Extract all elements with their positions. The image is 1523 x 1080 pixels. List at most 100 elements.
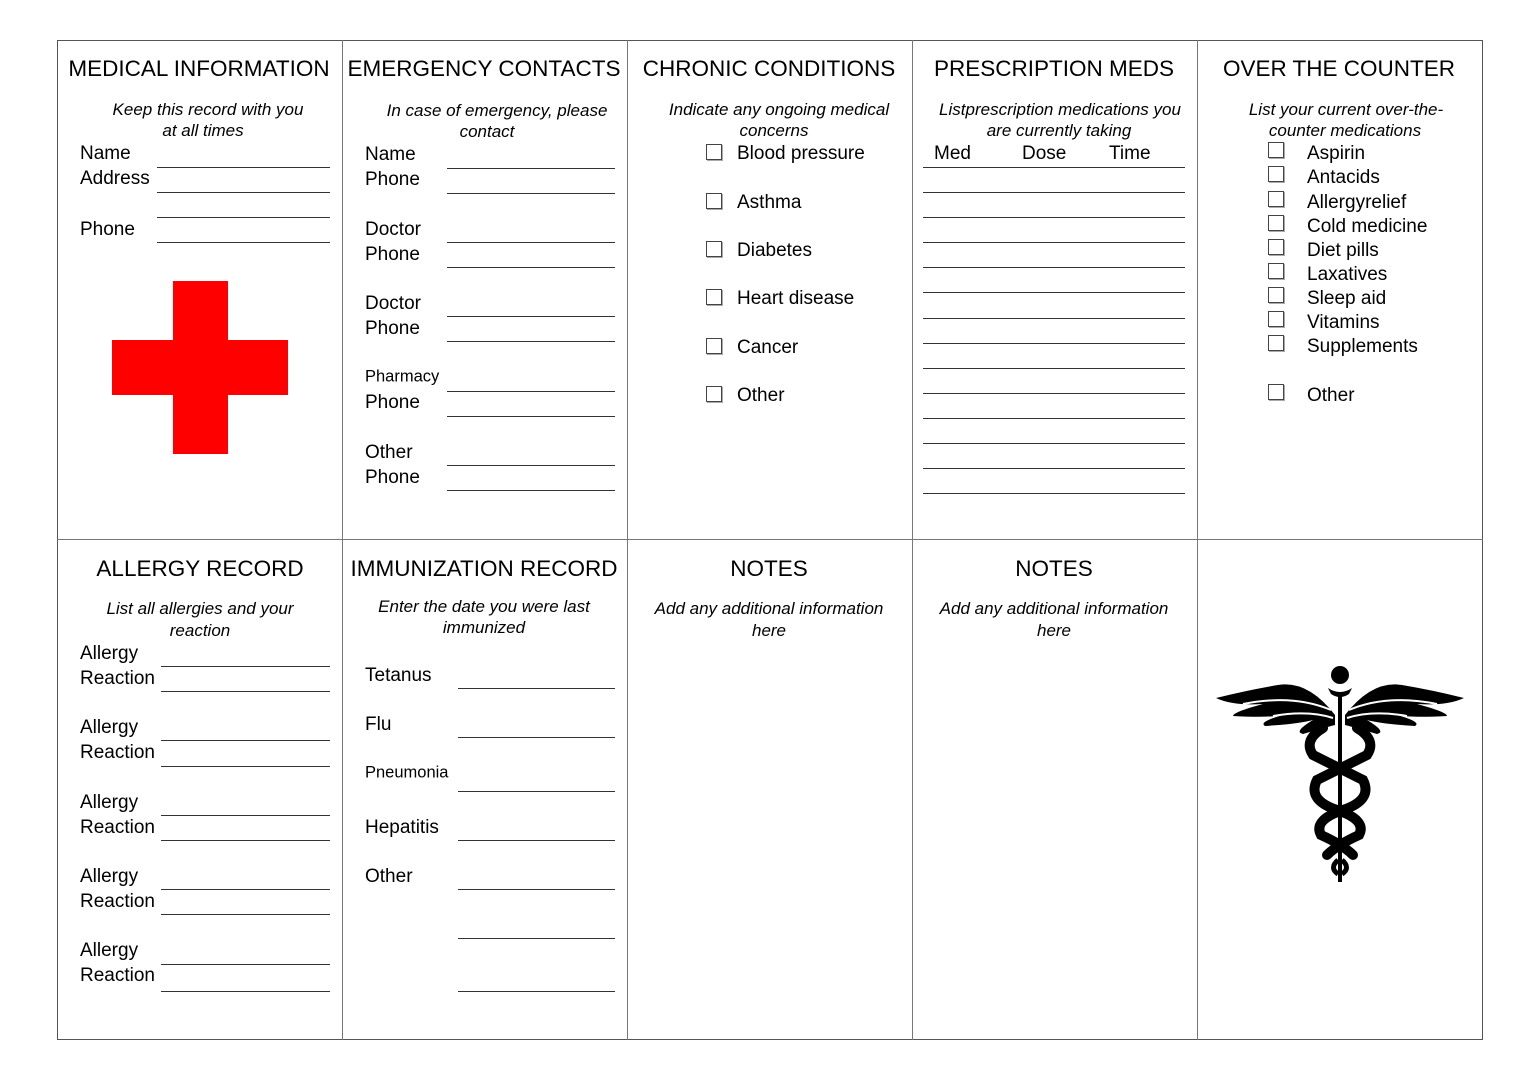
prescription-row-field[interactable]	[923, 493, 1185, 494]
immunization-label: Flu	[365, 714, 392, 735]
immunization-label: Tetanus	[365, 665, 432, 686]
immunization-date-field[interactable]	[458, 737, 615, 738]
otc-checkbox[interactable]	[1268, 166, 1284, 182]
contact-field[interactable]	[447, 465, 615, 466]
otc-label: Aspirin	[1307, 143, 1366, 164]
notes-subtitle: here	[1036, 621, 1072, 640]
allergy-label: Allergy	[80, 792, 139, 813]
allergy-field[interactable]	[161, 889, 330, 890]
condition-label: Diabetes	[737, 240, 812, 261]
contact-field[interactable]	[447, 341, 615, 342]
card-border	[57, 40, 1483, 1040]
reaction-label: Reaction	[80, 742, 155, 763]
prescription-row-field[interactable]	[923, 393, 1185, 394]
contact-field[interactable]	[447, 416, 615, 417]
condition-checkbox[interactable]	[706, 241, 722, 257]
divider	[1197, 40, 1198, 1040]
name-label: Name	[80, 143, 131, 164]
immunization-label: Pneumonia	[365, 763, 449, 782]
contact-field[interactable]	[447, 168, 615, 169]
emergency-subtitle: contact	[459, 122, 515, 141]
contact-label: Doctor	[365, 219, 421, 240]
prescription-title: PRESCRIPTION MEDS	[933, 56, 1175, 81]
otc-label: Vitamins	[1307, 312, 1380, 333]
prescription-row-field[interactable]	[923, 192, 1185, 193]
phone-field[interactable]	[157, 242, 330, 243]
contact-field[interactable]	[447, 490, 615, 491]
allergy-field[interactable]	[161, 666, 330, 667]
allergy-field[interactable]	[161, 740, 330, 741]
otc-label: Supplements	[1307, 336, 1418, 357]
prescription-row-field[interactable]	[923, 468, 1185, 469]
immunization-date-field[interactable]	[458, 938, 615, 939]
immunization-date-field[interactable]	[458, 791, 615, 792]
prescription-row-field[interactable]	[923, 343, 1185, 344]
allergy-field[interactable]	[161, 815, 330, 816]
emergency-title: EMERGENCY CONTACTS	[347, 56, 621, 81]
name-field[interactable]	[157, 167, 330, 168]
prescription-row-field[interactable]	[923, 242, 1185, 243]
contact-label: Name	[365, 144, 416, 165]
otc-checkbox[interactable]	[1268, 311, 1284, 327]
prescription-row-field[interactable]	[923, 318, 1185, 319]
prescription-row-field[interactable]	[923, 443, 1185, 444]
reaction-field[interactable]	[161, 914, 330, 915]
prescription-row-field[interactable]	[923, 217, 1185, 218]
medical-info-subtitle: at all times	[162, 121, 244, 140]
contact-field[interactable]	[447, 242, 615, 243]
prescription-row-field[interactable]	[923, 267, 1185, 268]
condition-checkbox[interactable]	[706, 193, 722, 209]
contact-label: Doctor	[365, 293, 421, 314]
address-field-line2[interactable]	[157, 217, 330, 218]
reaction-label: Reaction	[80, 891, 155, 912]
otc-checkbox[interactable]	[1268, 215, 1284, 231]
address-field[interactable]	[157, 192, 330, 193]
otc-label: Cold medicine	[1307, 216, 1428, 237]
allergy-label: Allergy	[80, 643, 139, 664]
immunization-date-field[interactable]	[458, 889, 615, 890]
contact-field[interactable]	[447, 193, 615, 194]
immunization-date-field[interactable]	[458, 840, 615, 841]
reaction-field[interactable]	[161, 991, 330, 992]
otc-checkbox[interactable]	[1268, 287, 1284, 303]
otc-checkbox[interactable]	[1268, 384, 1284, 400]
otc-label: Laxatives	[1307, 264, 1388, 285]
prescription-row-field[interactable]	[923, 167, 1185, 168]
condition-checkbox[interactable]	[706, 289, 722, 305]
reaction-field[interactable]	[161, 691, 330, 692]
contact-field[interactable]	[447, 391, 615, 392]
prescription-row-field[interactable]	[923, 292, 1185, 293]
reaction-field[interactable]	[161, 840, 330, 841]
contact-label: Phone	[365, 392, 420, 413]
condition-checkbox[interactable]	[706, 386, 722, 402]
allergy-field[interactable]	[161, 964, 330, 965]
condition-label: Other	[737, 385, 785, 406]
allergy-subtitle: reaction	[169, 621, 231, 640]
divider	[627, 40, 628, 1040]
contact-label: Phone	[365, 467, 420, 488]
condition-checkbox[interactable]	[706, 338, 722, 354]
condition-label: Blood pressure	[737, 143, 865, 164]
contact-field[interactable]	[447, 316, 615, 317]
address-label: Address	[80, 168, 150, 189]
prescription-row-field[interactable]	[923, 368, 1185, 369]
prescription-row-field[interactable]	[923, 418, 1185, 419]
prescription-subtitle: are currently taking	[986, 121, 1132, 140]
otc-checkbox[interactable]	[1268, 142, 1284, 158]
otc-checkbox[interactable]	[1268, 191, 1284, 207]
immunization-date-field[interactable]	[458, 688, 615, 689]
contact-field[interactable]	[447, 267, 615, 268]
immunization-date-field[interactable]	[458, 991, 615, 992]
otc-checkbox[interactable]	[1268, 335, 1284, 351]
condition-label: Asthma	[737, 192, 802, 213]
dose-column-header: Dose	[1022, 143, 1067, 164]
reaction-label: Reaction	[80, 668, 155, 689]
condition-checkbox[interactable]	[706, 144, 722, 160]
reaction-field[interactable]	[161, 766, 330, 767]
otc-checkbox[interactable]	[1268, 239, 1284, 255]
otc-label: Allergyrelief	[1307, 192, 1407, 213]
immunization-subtitle: immunized	[442, 618, 526, 637]
otc-checkbox[interactable]	[1268, 263, 1284, 279]
reaction-label: Reaction	[80, 965, 155, 986]
allergy-label: Allergy	[80, 940, 139, 961]
